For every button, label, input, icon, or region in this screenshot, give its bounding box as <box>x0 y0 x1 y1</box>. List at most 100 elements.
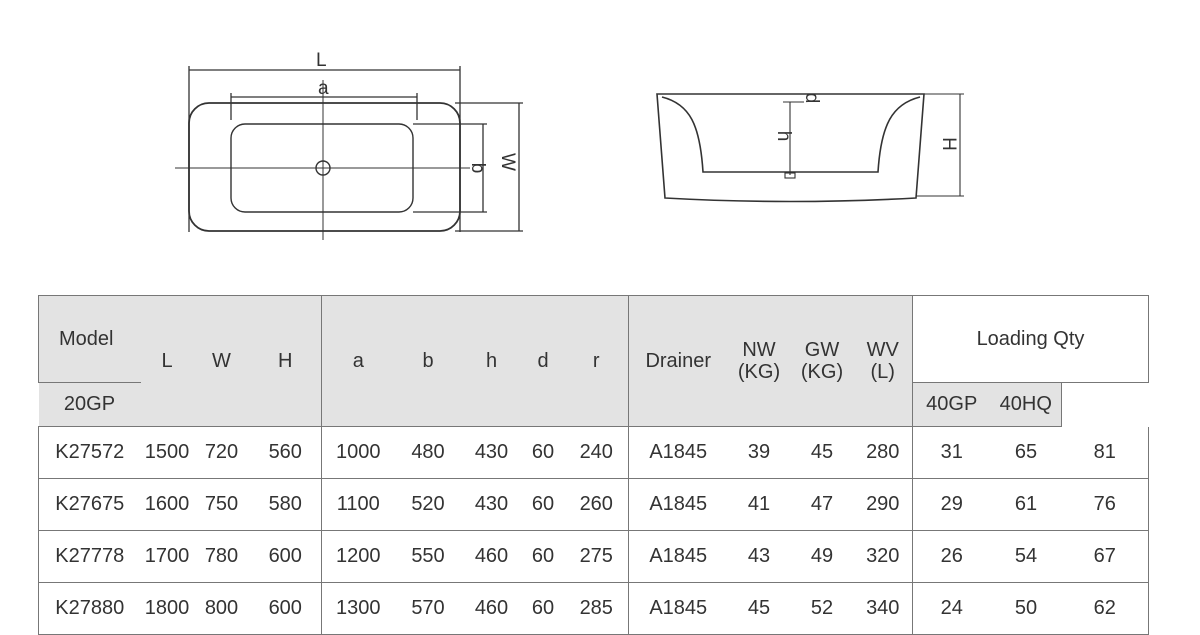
header-H: H <box>249 295 322 427</box>
cell-b: 520 <box>394 478 462 531</box>
cell-drainer: A1845 <box>628 426 728 479</box>
cell-L: 1600 <box>140 478 194 531</box>
header-h: h <box>461 295 522 427</box>
cell-r: 240 <box>564 426 629 479</box>
cell-d: 60 <box>521 530 565 583</box>
cell-40gp: 61 <box>990 478 1062 531</box>
header-model: Model <box>38 295 141 383</box>
cell-model: K27880 <box>38 582 141 635</box>
cell-H: 560 <box>249 426 322 479</box>
cell-nw: 45 <box>727 582 791 635</box>
cell-d: 60 <box>521 426 565 479</box>
top-view-drawing <box>175 66 523 240</box>
cell-r: 285 <box>564 582 629 635</box>
cell-nw: 43 <box>727 530 791 583</box>
table-row: K27572 1500 720 560 1000 480 430 60 240 … <box>38 426 1149 479</box>
label-h: h <box>773 131 794 142</box>
header-b: b <box>394 295 462 427</box>
header-d: d <box>521 295 565 427</box>
cell-model: K27778 <box>38 530 141 583</box>
header-nw: NW(KG) <box>727 295 791 427</box>
cell-a: 1300 <box>321 582 395 635</box>
cell-W: 800 <box>193 582 250 635</box>
cell-W: 780 <box>193 530 250 583</box>
cell-wv: 320 <box>853 530 913 583</box>
cell-a: 1200 <box>321 530 395 583</box>
label-H: H <box>938 137 959 151</box>
label-a: a <box>318 78 329 99</box>
cell-gw: 47 <box>790 478 854 531</box>
cell-a: 1100 <box>321 478 395 531</box>
cell-wv: 340 <box>853 582 913 635</box>
tub-outline-side <box>656 93 925 203</box>
header-40hq: 40HQ <box>990 382 1062 427</box>
cell-h: 460 <box>461 582 522 635</box>
cell-H: 600 <box>249 582 322 635</box>
cell-r: 260 <box>564 478 629 531</box>
header-wv: WV(L) <box>853 295 913 427</box>
cell-L: 1800 <box>140 582 194 635</box>
cell-wv: 290 <box>853 478 913 531</box>
cell-40hq: 62 <box>1061 582 1149 635</box>
label-d: d <box>801 93 822 104</box>
header-20gp: 20GP <box>38 382 141 427</box>
side-view-drawing <box>656 93 964 203</box>
label-W: W <box>497 153 518 171</box>
cell-h: 460 <box>461 530 522 583</box>
cell-40hq: 76 <box>1061 478 1149 531</box>
table-row: K27880 1800 800 600 1300 570 460 60 285 … <box>38 582 1149 635</box>
cell-r: 275 <box>564 530 629 583</box>
header-L: L <box>140 295 194 427</box>
cell-gw: 52 <box>790 582 854 635</box>
cell-nw: 41 <box>727 478 791 531</box>
cell-L: 1700 <box>140 530 194 583</box>
cell-gw: 45 <box>790 426 854 479</box>
table-row: K27675 1600 750 580 1100 520 430 60 260 … <box>38 478 1149 531</box>
cell-H: 600 <box>249 530 322 583</box>
table-subheader-row: 20GP 40GP 40HQ <box>38 382 1149 427</box>
label-b: b <box>467 163 488 174</box>
cell-40gp: 65 <box>990 426 1062 479</box>
cell-b: 570 <box>394 582 462 635</box>
cell-b: 550 <box>394 530 462 583</box>
cell-40hq: 67 <box>1061 530 1149 583</box>
cell-L: 1500 <box>140 426 194 479</box>
cell-d: 60 <box>521 582 565 635</box>
cell-W: 750 <box>193 478 250 531</box>
cell-d: 60 <box>521 478 565 531</box>
header-40gp: 40GP <box>912 382 991 427</box>
header-gw: GW(KG) <box>790 295 854 427</box>
cell-20gp: 24 <box>912 582 991 635</box>
drain-circle <box>315 160 331 176</box>
cell-40hq: 81 <box>1061 426 1149 479</box>
cell-W: 720 <box>193 426 250 479</box>
cell-nw: 39 <box>727 426 791 479</box>
cell-40gp: 54 <box>990 530 1062 583</box>
cell-gw: 49 <box>790 530 854 583</box>
label-L: L <box>316 50 327 71</box>
header-drainer: Drainer <box>628 295 728 427</box>
cell-20gp: 26 <box>912 530 991 583</box>
dimension-drawings: L a b W h d H <box>175 50 964 240</box>
cell-b: 480 <box>394 426 462 479</box>
cell-H: 580 <box>249 478 322 531</box>
header-a: a <box>321 295 395 427</box>
cell-model: K27675 <box>38 478 141 531</box>
header-W: W <box>193 295 250 427</box>
cell-h: 430 <box>461 426 522 479</box>
table-header-row: Model L W H a b h d r Drainer NW(KG) GW(… <box>38 295 1149 427</box>
cell-model: K27572 <box>38 426 141 479</box>
tub-outline-top <box>188 102 461 232</box>
cell-h: 430 <box>461 478 522 531</box>
cell-20gp: 29 <box>912 478 991 531</box>
cell-20gp: 31 <box>912 426 991 479</box>
cell-drainer: A1845 <box>628 478 728 531</box>
cell-wv: 280 <box>853 426 913 479</box>
cell-drainer: A1845 <box>628 582 728 635</box>
spec-table: Model L W H a b h d r Drainer NW(KG) GW(… <box>38 295 1149 635</box>
table-row: K27778 1700 780 600 1200 550 460 60 275 … <box>38 530 1149 583</box>
cell-40gp: 50 <box>990 582 1062 635</box>
header-loading-qty: Loading Qty <box>912 295 1149 383</box>
cell-a: 1000 <box>321 426 395 479</box>
cell-drainer: A1845 <box>628 530 728 583</box>
